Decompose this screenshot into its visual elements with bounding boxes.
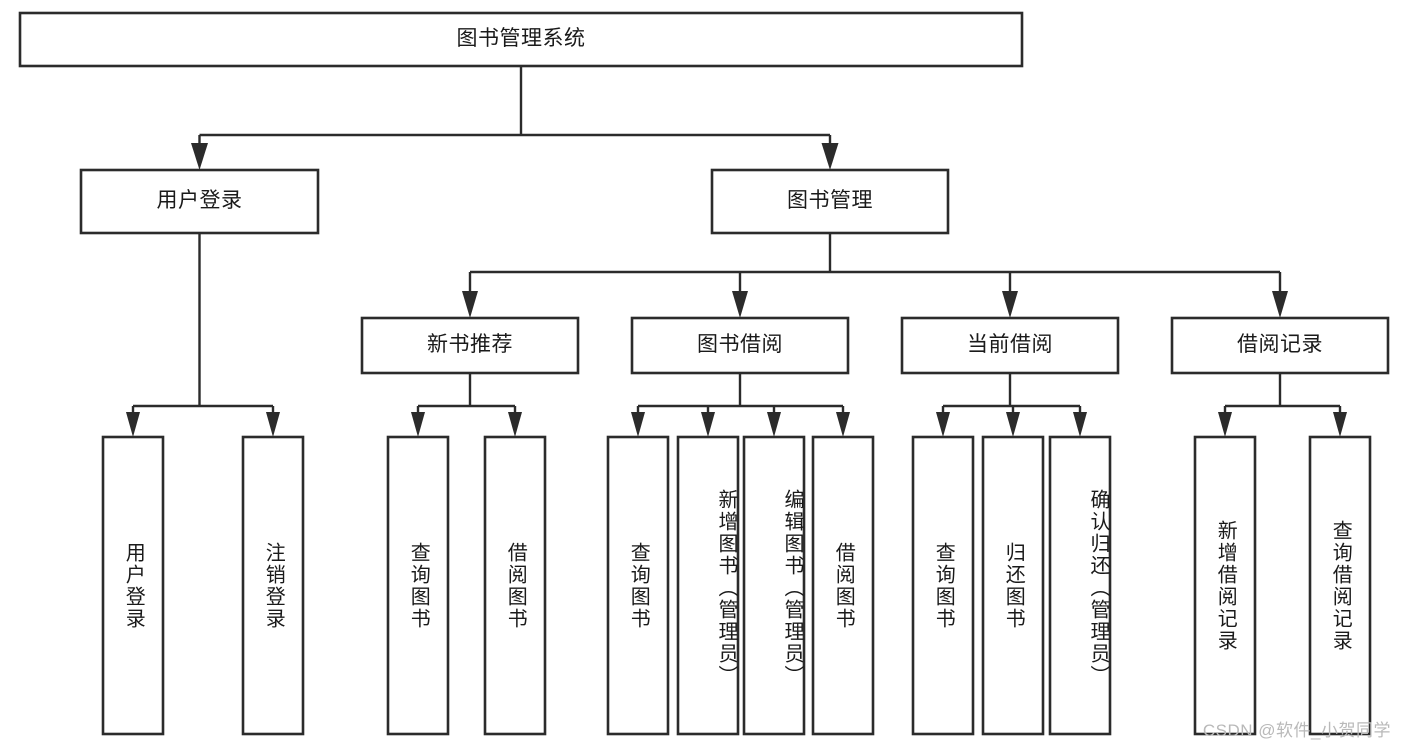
connector-book-manage-to-level2 bbox=[468, 233, 1282, 300]
node-box-leaf-borrow-book-1[interactable] bbox=[483, 435, 547, 736]
node-box-leaf-logout-login[interactable] bbox=[241, 435, 305, 736]
node-box-leaf-user-login[interactable] bbox=[101, 435, 165, 736]
arrowhead-leaf-edit-book bbox=[767, 412, 781, 437]
arrowhead-leaf-query-book-1 bbox=[411, 412, 425, 437]
arrowhead-new-book-recommend bbox=[462, 291, 478, 318]
node-box-new-book-recommend[interactable] bbox=[360, 316, 580, 375]
connector-root-to-level1 bbox=[198, 66, 832, 152]
node-box-current-borrow[interactable] bbox=[900, 316, 1120, 375]
arrowhead-borrow-record bbox=[1272, 291, 1288, 318]
arrowhead-leaf-query-book-3 bbox=[936, 412, 950, 437]
node-box-user-login[interactable] bbox=[79, 168, 320, 235]
node-box-book-borrow[interactable] bbox=[630, 316, 850, 375]
node-box-leaf-query-book-1[interactable] bbox=[386, 435, 450, 736]
arrowhead-leaf-return-book bbox=[1006, 412, 1020, 437]
arrowhead-current-borrow bbox=[1002, 291, 1018, 318]
arrowhead-leaf-query-record bbox=[1333, 412, 1347, 437]
node-box-root[interactable] bbox=[18, 11, 1024, 68]
arrowhead-leaf-add-record bbox=[1218, 412, 1232, 437]
connector-book-borrow-to-leaves bbox=[636, 373, 845, 420]
arrowhead-leaf-user-login bbox=[126, 412, 140, 437]
node-box-book-manage[interactable] bbox=[710, 168, 950, 235]
connector-borrow-record-to-leaves bbox=[1223, 373, 1342, 420]
node-box-leaf-return-book[interactable] bbox=[981, 435, 1045, 736]
arrowhead-book-borrow bbox=[732, 291, 748, 318]
connector-user-login-to-leaves bbox=[131, 233, 275, 420]
node-box-borrow-record[interactable] bbox=[1170, 316, 1390, 375]
node-box-leaf-borrow-book-2[interactable] bbox=[811, 435, 875, 736]
arrowhead-book-manage bbox=[821, 143, 839, 170]
node-box-leaf-query-book-2[interactable] bbox=[606, 435, 670, 736]
arrowhead-user-login bbox=[191, 143, 208, 170]
arrowhead-leaf-confirm-return bbox=[1073, 412, 1087, 437]
arrowhead-leaf-borrow-book-1 bbox=[508, 412, 522, 437]
node-box-leaf-confirm-return[interactable] bbox=[1048, 435, 1112, 736]
node-box-leaf-query-record[interactable] bbox=[1308, 435, 1372, 736]
node-box-leaf-query-book-3[interactable] bbox=[911, 435, 975, 736]
arrowhead-leaf-borrow-book-2 bbox=[836, 412, 850, 437]
arrowhead-leaf-query-book-2 bbox=[631, 412, 645, 437]
connector-new-book-recommend-to-leaves bbox=[416, 373, 517, 420]
arrowhead-leaf-add-book bbox=[701, 412, 715, 437]
node-box-leaf-add-record[interactable] bbox=[1193, 435, 1257, 736]
node-box-leaf-add-book[interactable] bbox=[676, 435, 740, 736]
node-box-leaf-edit-book[interactable] bbox=[742, 435, 806, 736]
arrowhead-leaf-logout-login bbox=[266, 412, 280, 437]
